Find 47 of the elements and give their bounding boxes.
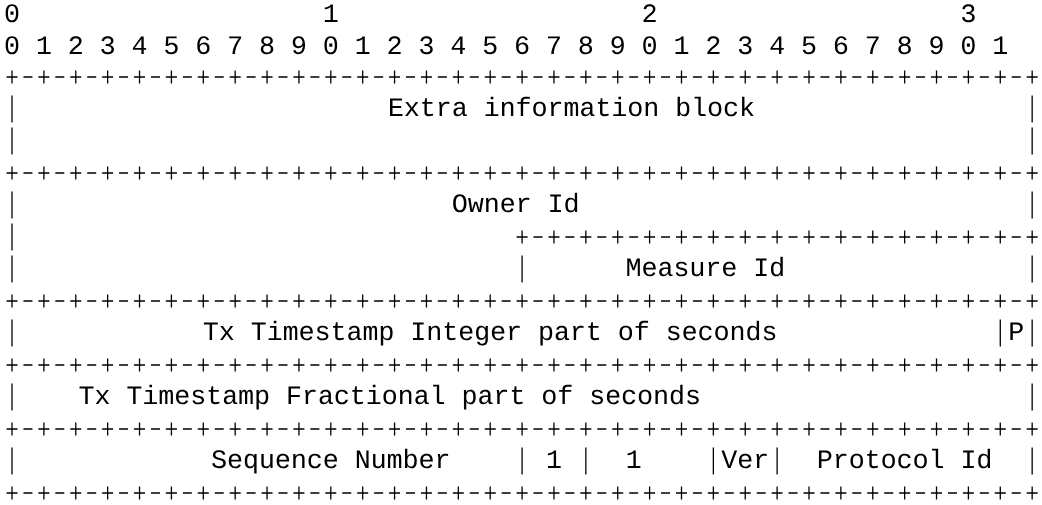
bit-number: 8 [898,36,911,55]
bit-number: 6 [834,36,848,55]
bit-number: 1 [675,36,689,54]
bit-number: 8 [260,36,274,55]
field-name: 1 [627,450,641,468]
bit-number: 2 [388,36,401,54]
field-name: Tx Timestamp Fractional part of seconds [79,384,699,410]
field-name: Ver [721,450,767,469]
bit-number: 8 [579,36,593,55]
bit-number: 0 [643,36,656,55]
field-name: Measure Id [627,256,783,277]
bit-number: 1 [37,36,51,54]
bit-number: 1 [994,36,1007,54]
field-name: P [1010,322,1023,340]
bit-number: 3 [420,36,433,55]
field-name: Tx Timestamp Integer part of seconds [203,320,776,346]
bit-number: 3 [738,36,752,55]
bit-number: 7 [866,36,879,54]
bit-number: 7 [548,36,560,54]
bit-number: 5 [165,36,178,55]
bit-number: 7 [229,36,242,54]
field-name: Protocol Id [818,448,991,469]
decade-number: 3 [962,4,975,23]
bit-number: 5 [802,36,816,55]
field-name: 1 [547,450,561,468]
bit-number: 6 [516,36,529,55]
bit-number: 6 [197,36,210,55]
bit-number: 4 [451,36,465,54]
bit-number: 2 [69,36,82,54]
field-name: Sequence Number [212,448,449,474]
bit-number: 3 [101,36,114,55]
bit-number: 0 [962,36,975,55]
bit-number: 9 [292,36,306,55]
bit-number: 1 [356,36,370,54]
bit-number: 9 [930,36,943,55]
decade-number: 0 [5,4,19,23]
decade-number: 2 [643,4,656,22]
bit-number: 4 [132,36,147,54]
bit-number: 5 [483,36,497,55]
decade-number: 1 [324,4,338,22]
bit-number: 9 [611,36,624,55]
field-name: Extra information block [390,96,754,117]
bit-number: 0 [5,36,19,55]
bit-number: 2 [707,36,720,54]
bit-number: 0 [324,36,338,55]
bit-number: 4 [770,36,784,54]
field-name: Owner Id [453,192,578,213]
